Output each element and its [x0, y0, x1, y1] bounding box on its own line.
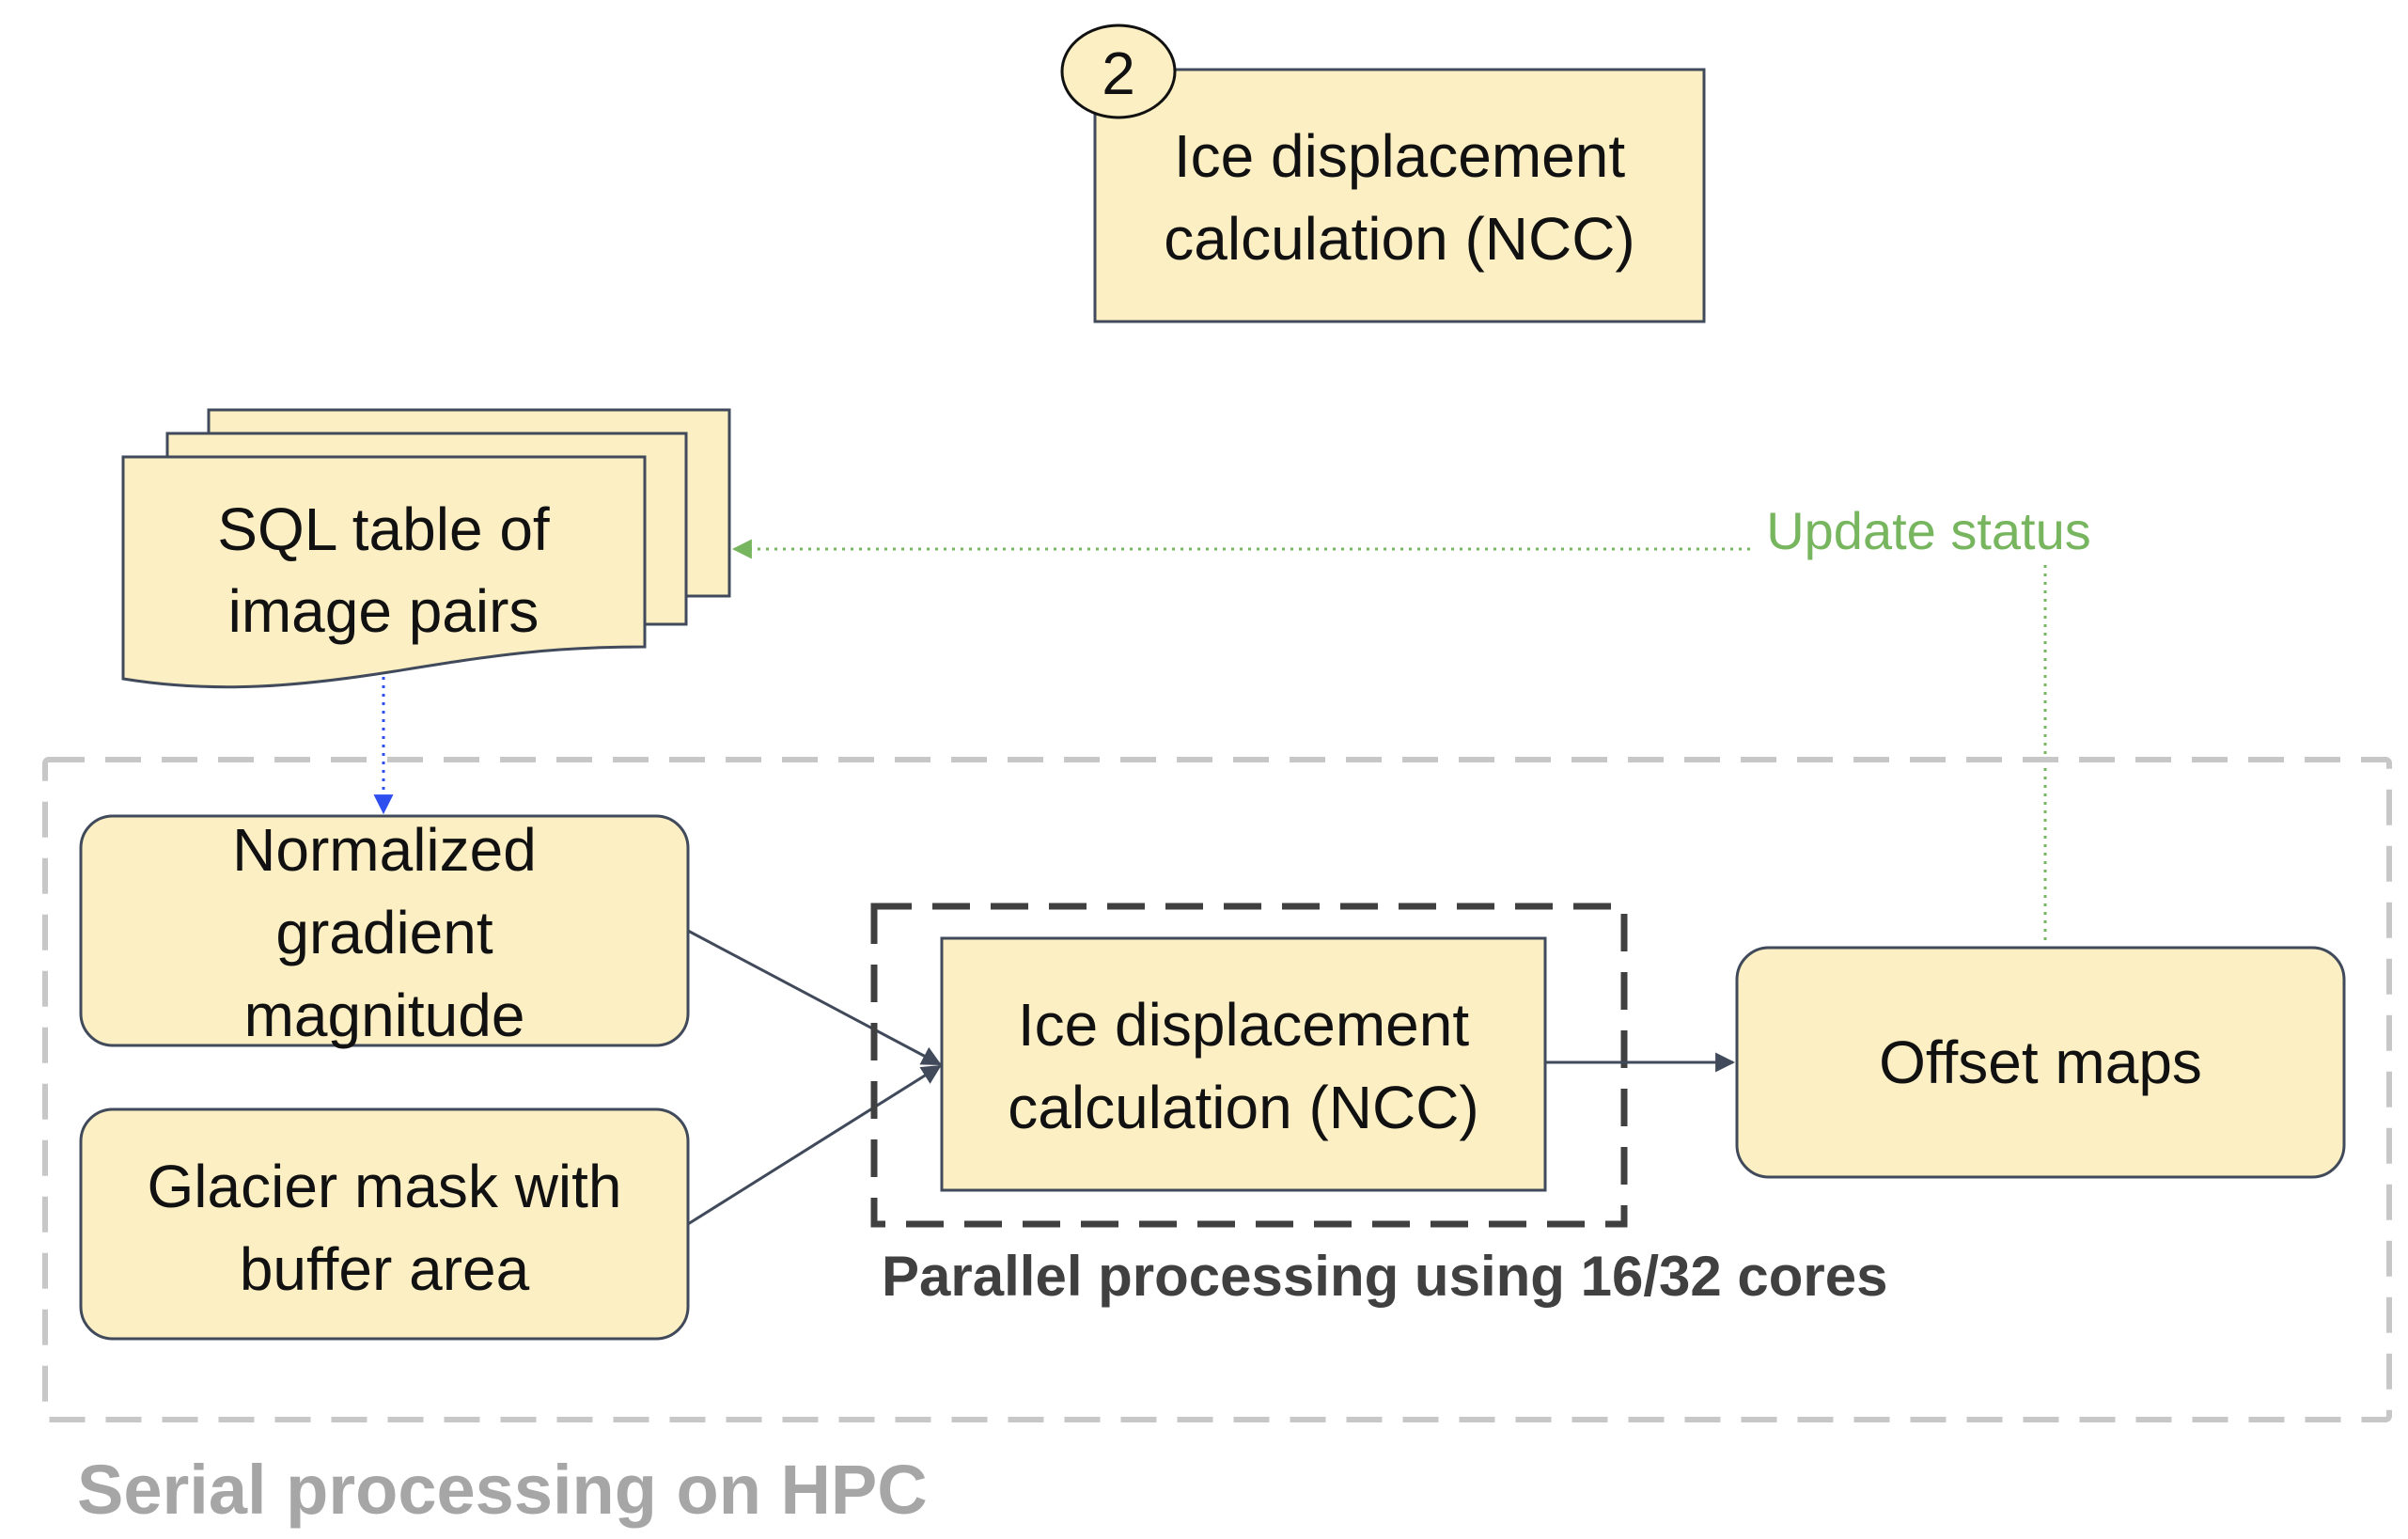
glacier-mask-line2: buffer area	[240, 1235, 530, 1303]
sql-table-line1: SQL table of	[217, 495, 550, 563]
parallel-processing-frame	[870, 903, 1628, 1228]
step-header: Ice displacement calculation (NCC) 2	[1060, 24, 1706, 323]
step-title-box	[1093, 68, 1706, 323]
ncc-line1: Ice displacement	[1018, 991, 1469, 1059]
sql-table-document-front	[121, 455, 647, 689]
update-status-feedback: Update status	[731, 501, 2091, 940]
glacier-mask-line1: Glacier mask with	[148, 1153, 622, 1220]
gradient-line3: magnitude	[244, 982, 525, 1049]
step-number-badge	[1060, 24, 1177, 119]
mask-to-ncc-arrow	[687, 1064, 942, 1226]
gradient-magnitude-node: Normalized gradient magnitude	[79, 814, 690, 1049]
ncc-line2: calculation (NCC)	[1008, 1074, 1478, 1141]
sql-table-line2: image pairs	[228, 577, 539, 645]
gradient-to-ncc-arrow	[687, 929, 942, 1066]
step-title-line1: Ice displacement	[1174, 122, 1625, 190]
serial-processing-label: Serial processing on HPC	[77, 1451, 928, 1529]
glacier-mask-node: Glacier mask with buffer area	[79, 1107, 690, 1341]
offset-maps-box	[1735, 946, 2346, 1179]
offset-maps-node: Offset maps	[1735, 946, 2346, 1179]
gradient-line1: Normalized	[232, 816, 537, 884]
sql-table-document-stack: SQL table of image pairs	[121, 408, 731, 689]
update-status-label: Update status	[1766, 501, 2091, 560]
step-number: 2	[1102, 39, 1135, 107]
gradient-line2: gradient	[275, 899, 493, 966]
ncc-box	[940, 936, 1547, 1192]
step-title-line2: calculation (NCC)	[1164, 205, 1634, 273]
ncc-node: Ice displacement calculation (NCC)	[940, 936, 1547, 1192]
glacier-mask-box	[79, 1107, 690, 1341]
offset-maps-label: Offset maps	[1879, 1029, 2202, 1096]
parallel-processing-label: Parallel processing using 16/32 cores	[882, 1245, 1888, 1308]
serial-processing-frame	[42, 757, 2392, 1422]
